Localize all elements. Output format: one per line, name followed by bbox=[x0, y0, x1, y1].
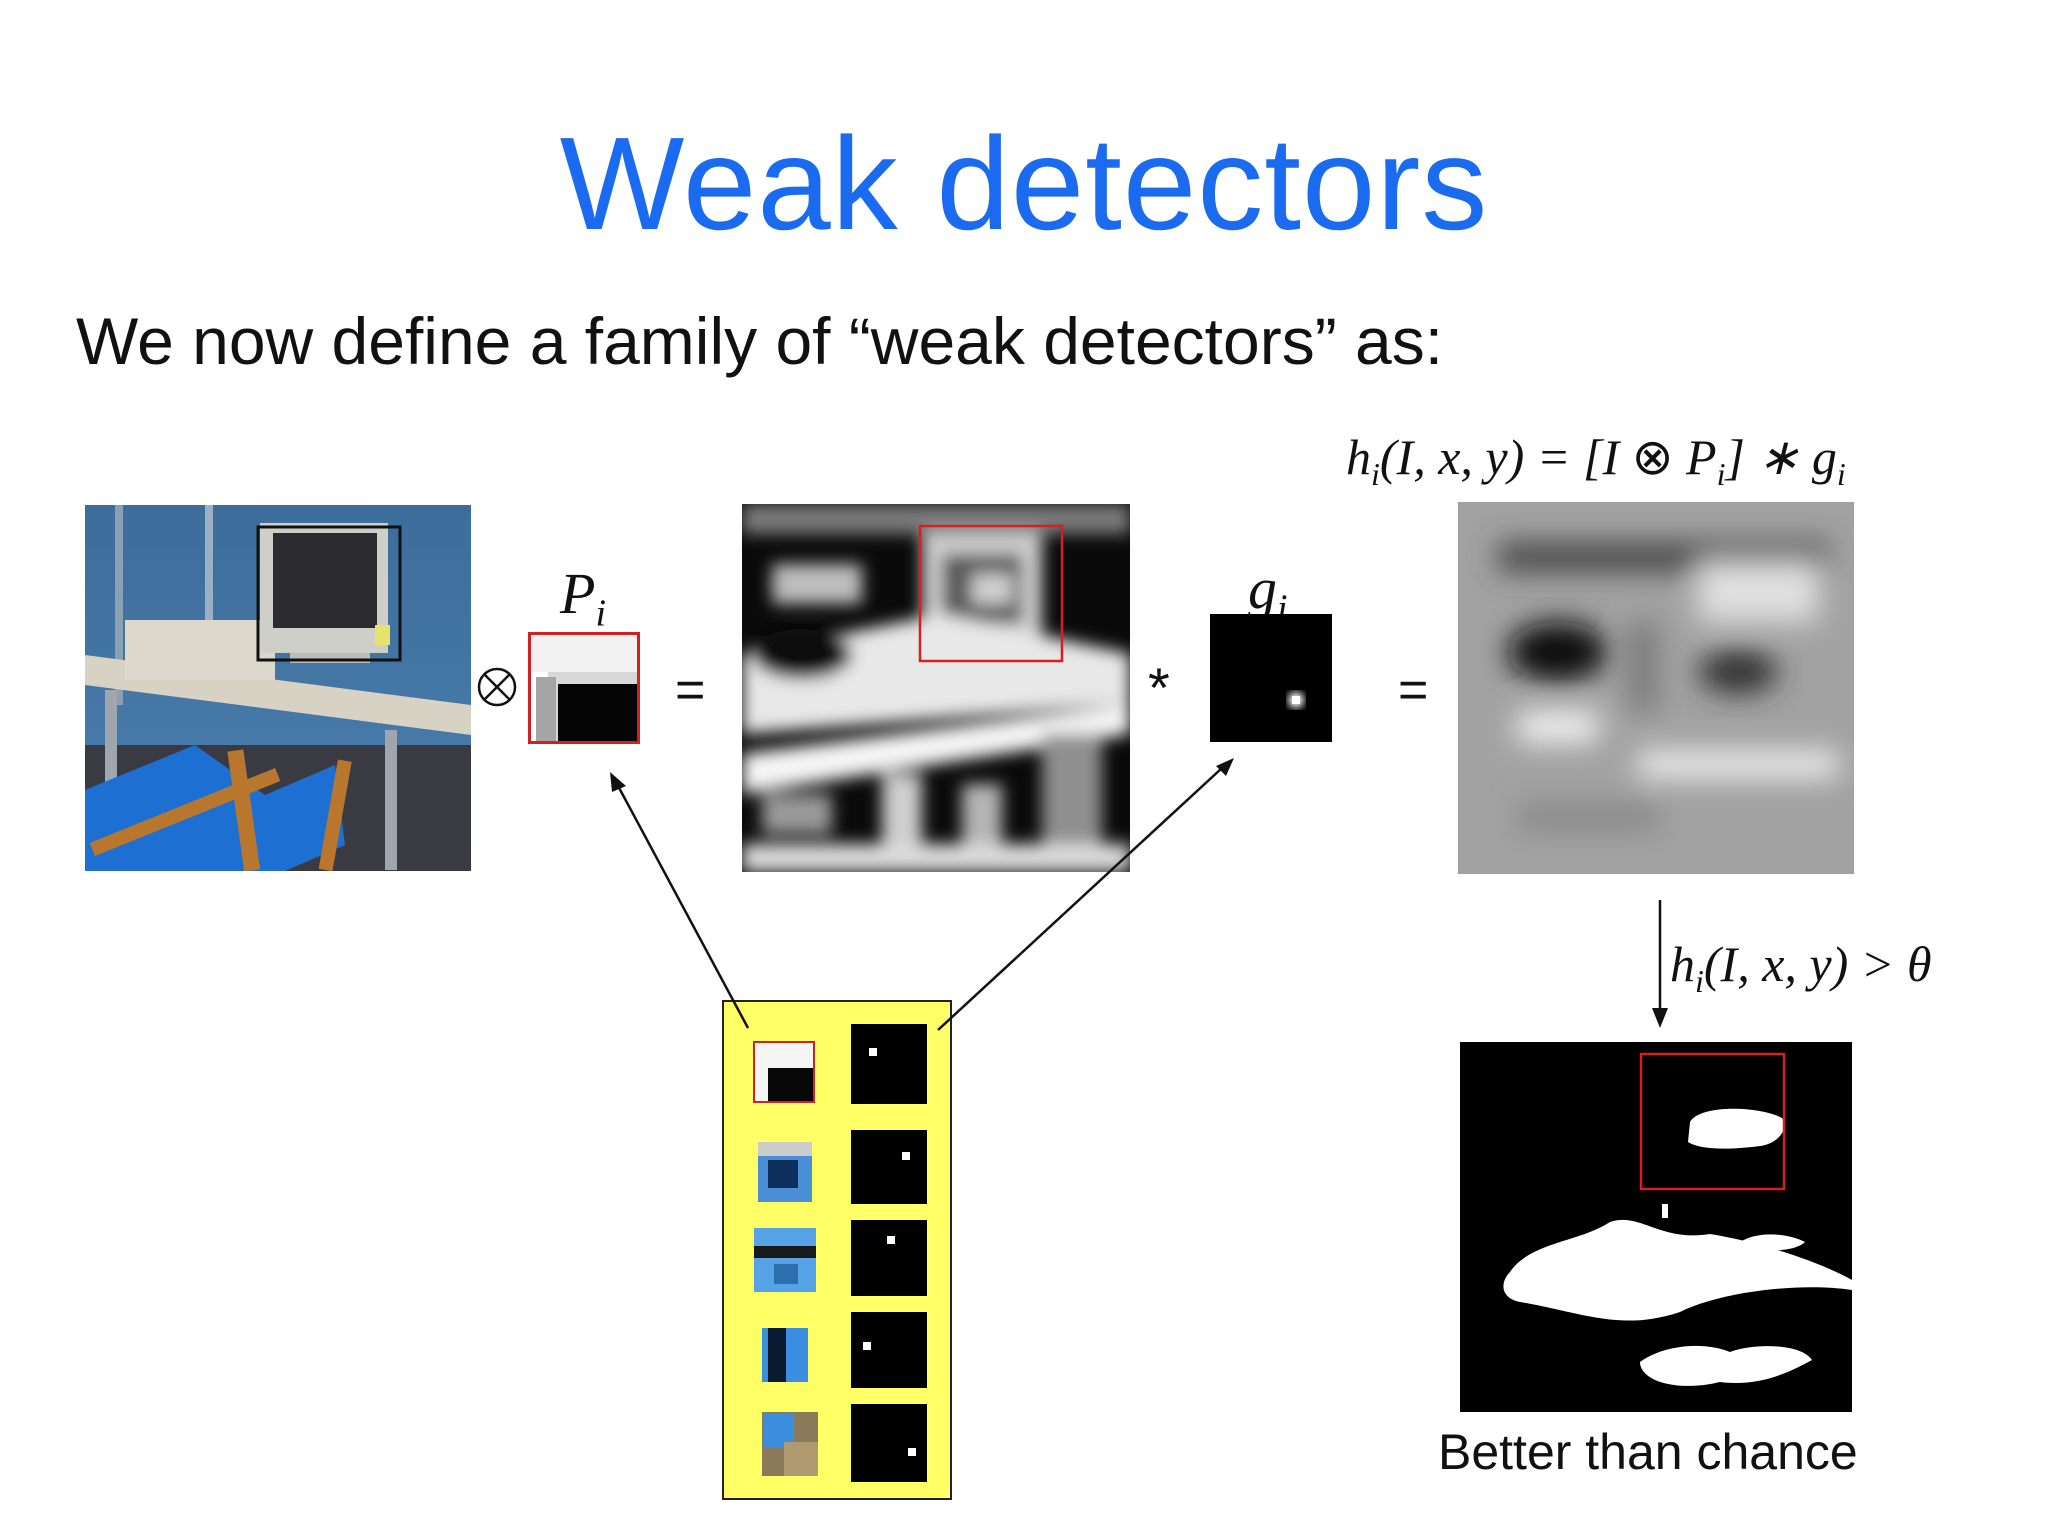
patch-dictionary bbox=[722, 1000, 952, 1500]
filter-image bbox=[1210, 614, 1332, 742]
circled-times-icon bbox=[475, 665, 519, 709]
dictionary-row-4 bbox=[762, 1312, 927, 1388]
binary-detection-box bbox=[1639, 1052, 1786, 1191]
patch-image bbox=[528, 632, 640, 744]
threshold-equation: hi(I, x, y) > θ bbox=[1670, 936, 1932, 999]
object-box bbox=[256, 525, 402, 662]
patch-label: Pi bbox=[560, 561, 606, 635]
dictionary-row-2 bbox=[758, 1130, 927, 1204]
detector-response-map bbox=[1458, 502, 1854, 874]
equals-sign-2: = bbox=[1398, 661, 1429, 719]
dictionary-row-1 bbox=[753, 1024, 927, 1104]
star-operator: * bbox=[1148, 656, 1170, 719]
definition-equation: hi(I, x, y) = [I ⊗ Pi] ∗ gi bbox=[1346, 429, 1846, 492]
filter-label: gi bbox=[1248, 556, 1288, 630]
result-caption: Better than chance bbox=[1438, 1424, 1858, 1480]
slide-subtitle: We now define a family of “weak detector… bbox=[76, 304, 1444, 378]
input-image bbox=[85, 505, 471, 871]
dictionary-row-5 bbox=[762, 1404, 927, 1482]
detection-box bbox=[918, 524, 1064, 663]
dictionary-row-3 bbox=[754, 1220, 927, 1296]
binary-detection-map bbox=[1460, 1042, 1852, 1412]
threshold-arrow bbox=[1648, 898, 1672, 1030]
equals-sign-1: = bbox=[675, 661, 706, 719]
slide-title: Weak detectors bbox=[559, 110, 1489, 257]
correlation-map bbox=[742, 504, 1130, 872]
